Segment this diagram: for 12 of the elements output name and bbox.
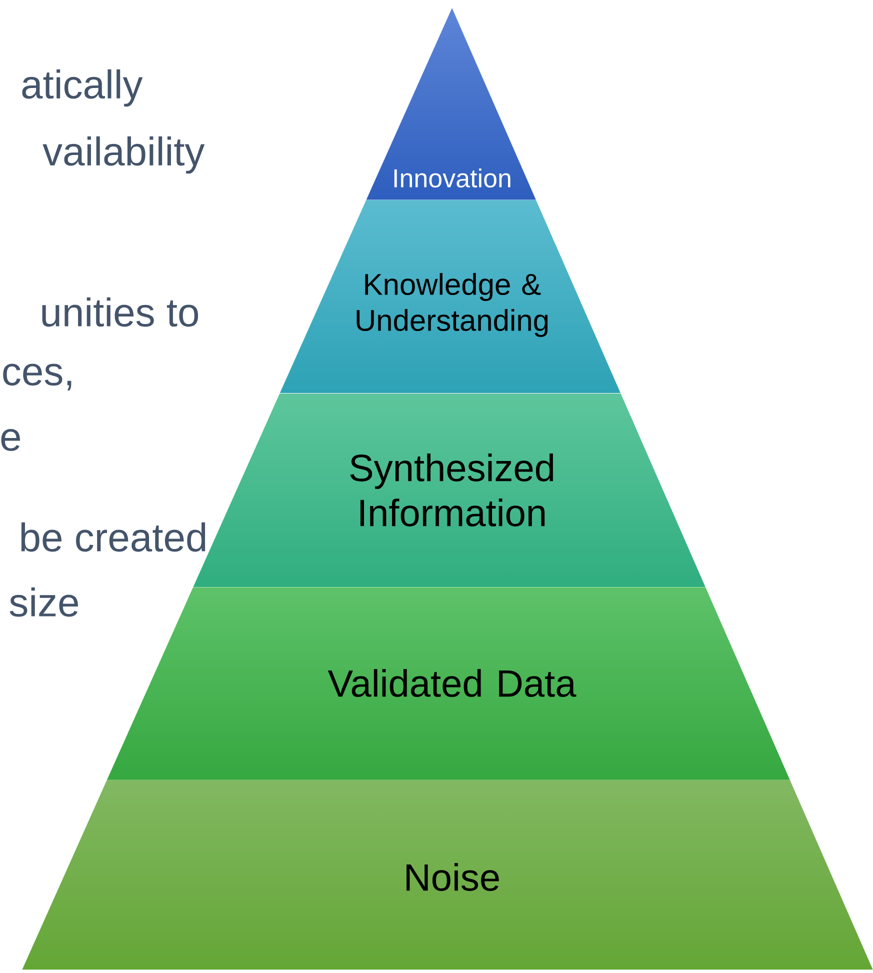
text-fragment: size <box>10 587 78 617</box>
pyramid-layer: Synthesized Information <box>350 454 554 526</box>
text-fragment: atically <box>22 69 143 107</box>
text-fragment: ces, <box>3 364 72 390</box>
pyramid-layer: Noise <box>406 863 499 891</box>
text-fragment: unities to <box>42 297 198 327</box>
pyramid-layer: Knowledge & Understanding <box>356 273 548 337</box>
text-fragment: e <box>1 429 20 451</box>
pyramid-layer: Validated Data <box>328 669 576 697</box>
text-fragment: vailability <box>42 136 205 174</box>
pyramid-layer: Innovation <box>394 168 510 188</box>
text-fragment: be created <box>21 522 206 552</box>
